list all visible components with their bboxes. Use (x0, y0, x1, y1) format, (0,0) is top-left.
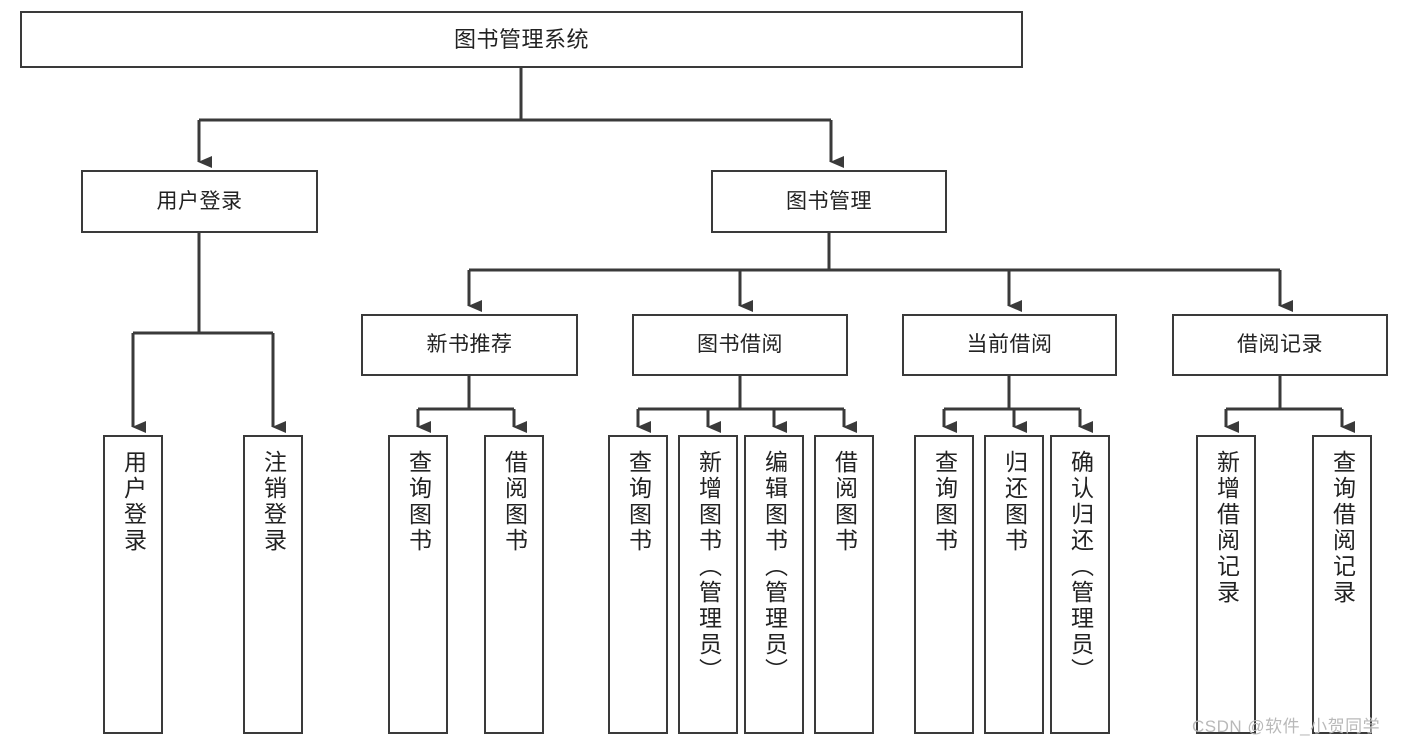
leaf-borrow-borrow-book-label: 借阅图书 (831, 450, 858, 554)
leaf-recommend-borrow-book[interactable]: 借阅图书 (484, 435, 544, 734)
leaf-borrow-add-book-label: 新增图书（管理员） (695, 450, 722, 684)
leaf-recommend-query-book-label: 查询图书 (405, 450, 432, 554)
node-borrow-record-label: 借阅记录 (1237, 333, 1323, 357)
node-borrow-record[interactable]: 借阅记录 (1172, 314, 1388, 376)
leaf-current-query-book-label: 查询图书 (931, 450, 958, 554)
leaf-current-confirm-return-label: 确认归还（管理员） (1067, 450, 1094, 684)
leaf-current-query-book[interactable]: 查询图书 (914, 435, 974, 734)
node-current-borrow-label: 当前借阅 (966, 333, 1053, 357)
leaf-record-add-label: 新增借阅记录 (1213, 450, 1240, 606)
leaf-borrow-query-book-label: 查询图书 (625, 450, 652, 554)
node-book-manage-label: 图书管理 (786, 189, 872, 213)
leaf-recommend-borrow-book-label: 借阅图书 (501, 450, 528, 554)
node-root-label: 图书管理系统 (453, 26, 589, 52)
node-current-borrow[interactable]: 当前借阅 (902, 314, 1117, 376)
node-book-borrow-label: 图书借阅 (697, 333, 783, 357)
leaf-user-logout[interactable]: 注销登录 (243, 435, 303, 734)
leaf-borrow-edit-book-label: 编辑图书（管理员） (761, 450, 788, 684)
leaf-borrow-borrow-book[interactable]: 借阅图书 (814, 435, 874, 734)
node-new-book-recommend[interactable]: 新书推荐 (361, 314, 578, 376)
leaf-recommend-query-book[interactable]: 查询图书 (388, 435, 448, 734)
node-new-book-recommend-label: 新书推荐 (426, 333, 513, 357)
leaf-user-logout-label: 注销登录 (260, 450, 287, 554)
leaf-borrow-query-book[interactable]: 查询图书 (608, 435, 668, 734)
node-user-login[interactable]: 用户登录 (81, 170, 318, 233)
leaf-user-login[interactable]: 用户登录 (103, 435, 163, 734)
node-book-manage[interactable]: 图书管理 (711, 170, 947, 233)
leaf-current-return-book[interactable]: 归还图书 (984, 435, 1044, 734)
node-user-login-label: 用户登录 (156, 189, 243, 213)
leaf-current-confirm-return[interactable]: 确认归还（管理员） (1050, 435, 1110, 734)
leaf-current-return-book-label: 归还图书 (1001, 450, 1028, 554)
leaf-record-add[interactable]: 新增借阅记录 (1196, 435, 1256, 734)
leaf-user-login-label: 用户登录 (120, 450, 147, 554)
leaf-borrow-add-book[interactable]: 新增图书（管理员） (678, 435, 738, 734)
node-root[interactable]: 图书管理系统 (20, 11, 1023, 68)
leaf-record-query[interactable]: 查询借阅记录 (1312, 435, 1372, 734)
leaf-record-query-label: 查询借阅记录 (1329, 450, 1356, 606)
leaf-borrow-edit-book[interactable]: 编辑图书（管理员） (744, 435, 804, 734)
node-book-borrow[interactable]: 图书借阅 (632, 314, 848, 376)
